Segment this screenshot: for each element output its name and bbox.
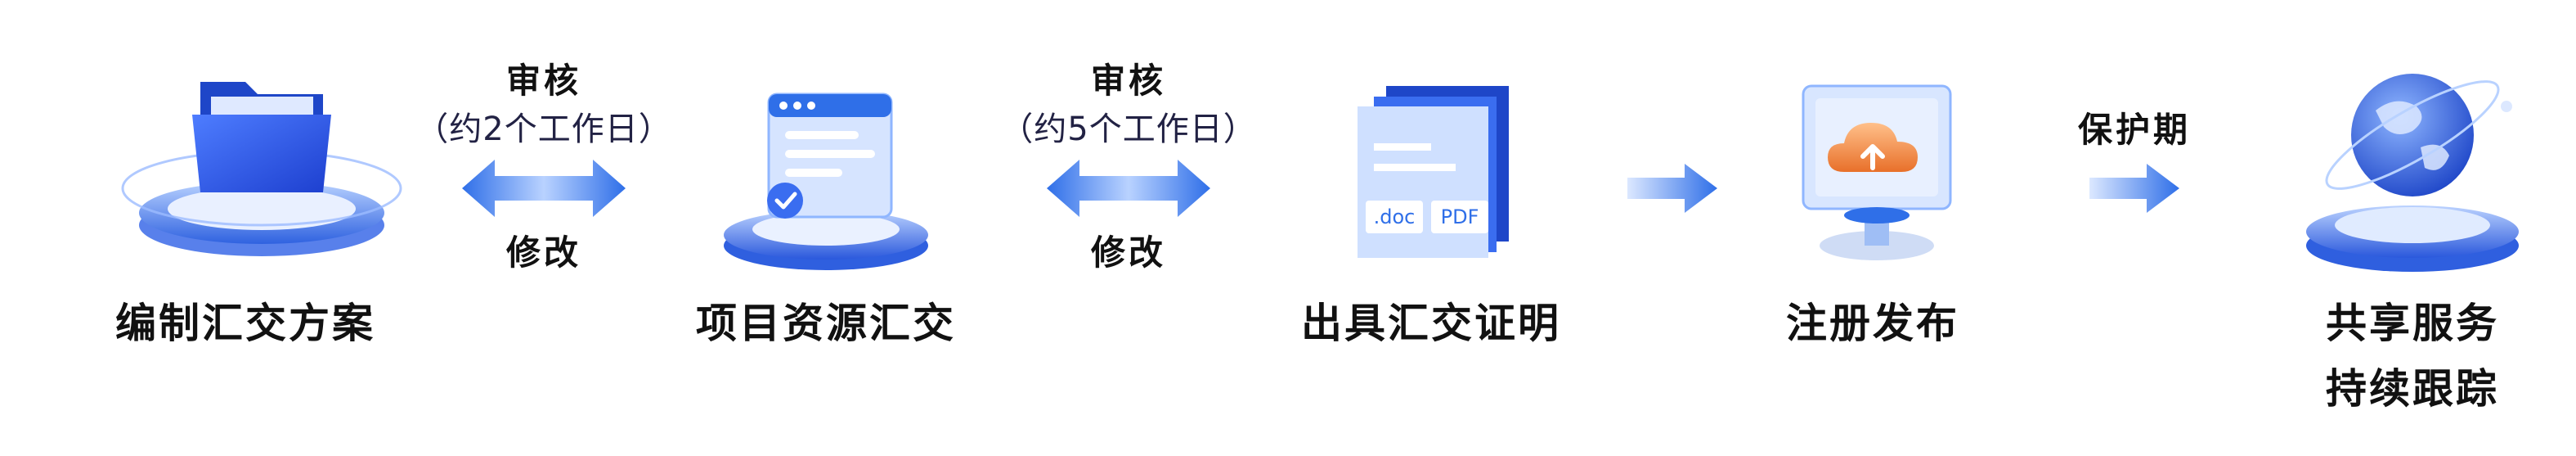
step-2-label: 项目资源汇交 <box>696 300 956 347</box>
connector-2-duration: （约5个工作日） <box>1000 111 1257 148</box>
pdf-tag: PDF <box>1431 201 1488 233</box>
connector-2-bottom-label: 修改 <box>1090 233 1166 273</box>
connector-2-top-label: 审核 <box>1090 61 1166 101</box>
right-arrow-icon <box>1627 164 1717 213</box>
cloud-upload-monitor-icon <box>1802 84 1952 260</box>
right-arrow-icon <box>2089 164 2179 213</box>
document-check-platform-icon <box>724 93 928 270</box>
double-arrow-icon <box>462 160 626 217</box>
step-5-label-line2: 持续跟踪 <box>2326 365 2499 413</box>
connector-1-bottom-label: 修改 <box>505 233 581 273</box>
connector-1-duration: （约2个工作日） <box>415 111 672 148</box>
connector-1-top-label: 审核 <box>505 61 581 101</box>
connector-4-top-label: 保护期 <box>2077 110 2191 150</box>
double-arrow-icon <box>1047 160 1210 217</box>
step-1-label: 编制汇交方案 <box>115 300 375 347</box>
step-3-label: 出具汇交证明 <box>1301 300 1561 347</box>
globe-platform-icon <box>2306 74 2519 272</box>
folder-platform-icon <box>121 82 402 256</box>
step-5-label-line1: 共享服务 <box>2326 300 2499 347</box>
step-4-label: 注册发布 <box>1786 300 1959 347</box>
doc-pdf-stack-icon <box>1358 86 1509 258</box>
doc-tag: .doc <box>1366 201 1423 233</box>
